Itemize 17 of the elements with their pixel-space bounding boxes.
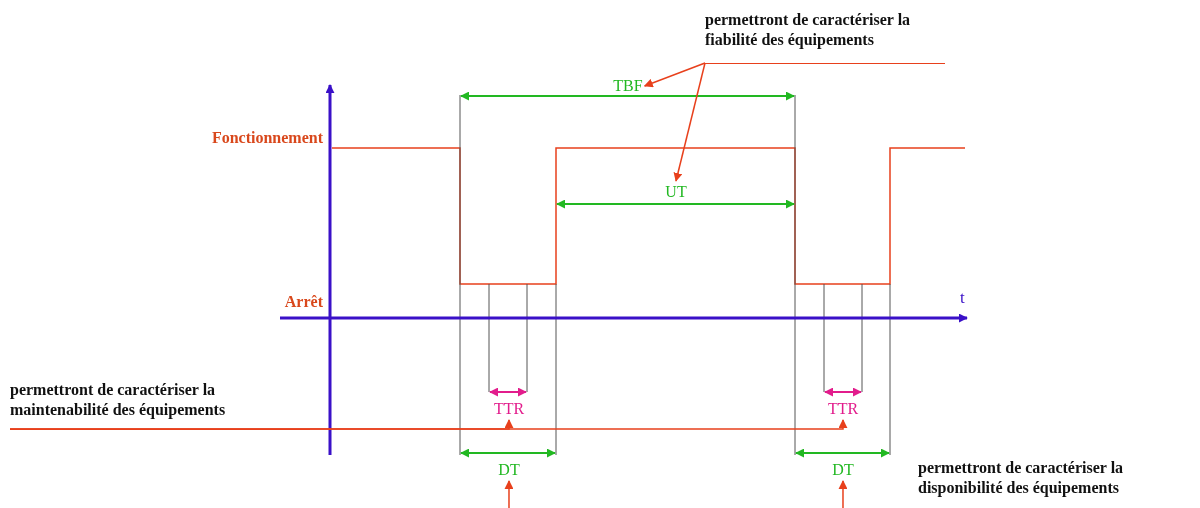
- interval-label: UT: [665, 182, 687, 202]
- interval-label: TBF: [613, 76, 643, 96]
- level-label: Fonctionnement: [211, 128, 323, 148]
- axis-label: t: [960, 288, 965, 308]
- annotation-note: permettront de caractériser la maintenabilité des équipements: [10, 380, 310, 430]
- annotation-note: permettront de caractériser la disponibilité des équipements: [918, 458, 1125, 498]
- leader-line: [9, 419, 848, 430]
- leader-line: [838, 480, 848, 508]
- annotation-note: permettront de caractériser la fiabilité des équipements: [705, 10, 945, 64]
- leader-line: [504, 480, 514, 508]
- leader-line: [643, 62, 706, 88]
- interval-label: DT: [832, 460, 854, 480]
- interval-label: TTR: [827, 399, 859, 419]
- interval-label: TTR: [493, 399, 525, 419]
- interval-label: DT: [498, 460, 520, 480]
- leader-line: [673, 62, 706, 182]
- level-label: Arrêt: [284, 292, 323, 312]
